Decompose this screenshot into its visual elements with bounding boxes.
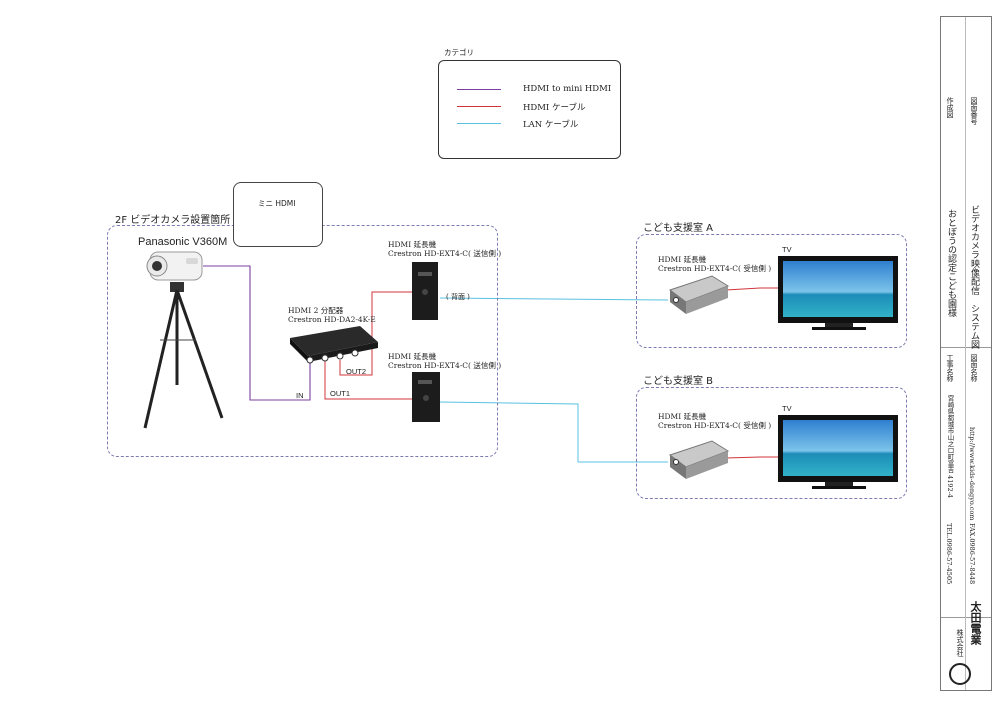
- receiver-b-label: HDMI 延長機 Crestron HD-EXT4-C( 受信側 ): [658, 412, 771, 430]
- company-url: http://www.kids-dengyo.com: [968, 427, 976, 521]
- callout-label: ミニ HDMI: [258, 199, 296, 208]
- splitter-label: HDMI 2 分配器 Crestron HD-DA2-4K-E: [288, 306, 376, 324]
- legend-item: HDMI to mini HDMI: [457, 84, 617, 96]
- sender-top-label-line1: HDMI 延長機: [388, 240, 437, 249]
- legend-swatch: [457, 89, 501, 90]
- splitter-label-line2: Crestron HD-DA2-4K-E: [288, 315, 376, 324]
- camera-model-label: Panasonic V360M: [138, 236, 228, 248]
- drawing-number-label: 図面番号: [970, 97, 978, 125]
- sender-bottom-label-line2: Crestron HD-EXT4-C( 送信側 ): [388, 361, 502, 370]
- receiver-a-label: HDMI 延長機 Crestron HD-EXT4-C( 受信側 ): [658, 255, 771, 273]
- zone-room-b: [636, 387, 907, 499]
- hdmi-cable-out1: [324, 360, 412, 400]
- receiver-a-label-line2: Crestron HD-EXT4-C( 受信側 ): [658, 264, 772, 273]
- hdmi-cable-out2: [339, 291, 412, 376]
- legend-label: HDMI to mini HDMI: [523, 84, 612, 94]
- hdmi-cable-room-b: [725, 456, 780, 459]
- tripod-icon: [143, 282, 224, 429]
- receiver-b-icon: [668, 440, 730, 479]
- hdmi-cable-room-a: [725, 287, 780, 291]
- tv-a-label: TV: [782, 245, 792, 254]
- camcorder-icon: [146, 251, 203, 281]
- sender-bottom-icon: [412, 372, 440, 422]
- receiver-a-label-line1: HDMI 延長機: [658, 255, 707, 264]
- splitter-icon: [290, 326, 378, 364]
- receiver-b-label-line1: HDMI 延長機: [658, 412, 707, 421]
- zone-camera-title: 2F ビデオカメラ設置箇所: [115, 215, 231, 226]
- receiver-a-icon: [668, 275, 730, 314]
- sender-top-label: HDMI 延長機 Crestron HD-EXT4-C( 送信側 ): [388, 240, 501, 258]
- legend-swatch: [457, 123, 501, 124]
- sender-bottom-label-line1: HDMI 延長機: [388, 352, 437, 361]
- project-name: おとぼうの認定こども園様: [946, 209, 956, 317]
- port-out2-label: OUT2: [346, 367, 367, 376]
- legend-label: HDMI ケーブル: [523, 103, 586, 113]
- lan-cable-room-b: [439, 401, 668, 463]
- legend-item: LAN ケーブル: [457, 118, 617, 130]
- title-block: 作成図 図面番号 工事名称 おとぼうの認定こども園様 図面名称 ビデオカメラ映像…: [940, 16, 992, 691]
- drawing-name-label: 図面名称: [970, 354, 978, 382]
- sender-top-note: ( 背面 ): [446, 293, 470, 301]
- tv-a-icon: [778, 256, 898, 330]
- tv-b-icon: [778, 415, 898, 489]
- zone-room-a: [636, 234, 907, 348]
- company-name: 太田電業: [969, 601, 982, 645]
- sender-top-label-line2: Crestron HD-EXT4-C( 送信側 ): [388, 249, 502, 258]
- project-name-label: 工事名称: [946, 354, 954, 382]
- legend-title: カテゴリ: [444, 48, 474, 57]
- company-prefix: 株式会社: [956, 629, 964, 657]
- legend-label: LAN ケーブル: [523, 120, 579, 130]
- receiver-b-label-line2: Crestron HD-EXT4-C( 受信側 ): [658, 421, 772, 430]
- tv-b-label: TV: [782, 404, 792, 413]
- drawing-name: ビデオカメラ映像配信 システム図: [969, 205, 979, 349]
- port-in-label: IN: [296, 391, 304, 400]
- port-out1-label: OUT1: [330, 389, 351, 398]
- company-fax: FAX.0986-57-8448: [968, 523, 976, 585]
- zone-room-b-title: こども支援室 B: [643, 376, 714, 387]
- mini-hdmi-callout: ミニ HDMI: [233, 182, 323, 247]
- legend: HDMI to mini HDMI HDMI ケーブル LAN ケーブル: [438, 60, 621, 159]
- legend-swatch: [457, 106, 501, 107]
- mini-hdmi-cable: [203, 265, 311, 401]
- sender-bottom-label: HDMI 延長機 Crestron HD-EXT4-C( 送信側 ): [388, 352, 501, 370]
- lan-cable-room-a: [439, 297, 669, 301]
- company-logo-icon: [949, 663, 971, 685]
- company-address: 宮崎県都城市山之口町富吉 4192-4: [946, 395, 954, 498]
- zone-room-a-title: こども支援室 A: [643, 223, 714, 234]
- sender-top-icon: [412, 262, 438, 320]
- company-tel: TEL.0986-57-4505: [945, 523, 953, 585]
- legend-item: HDMI ケーブル: [457, 101, 617, 113]
- author-label: 作成図: [946, 97, 954, 118]
- splitter-label-line1: HDMI 2 分配器: [288, 306, 344, 315]
- zone-camera: [107, 225, 498, 457]
